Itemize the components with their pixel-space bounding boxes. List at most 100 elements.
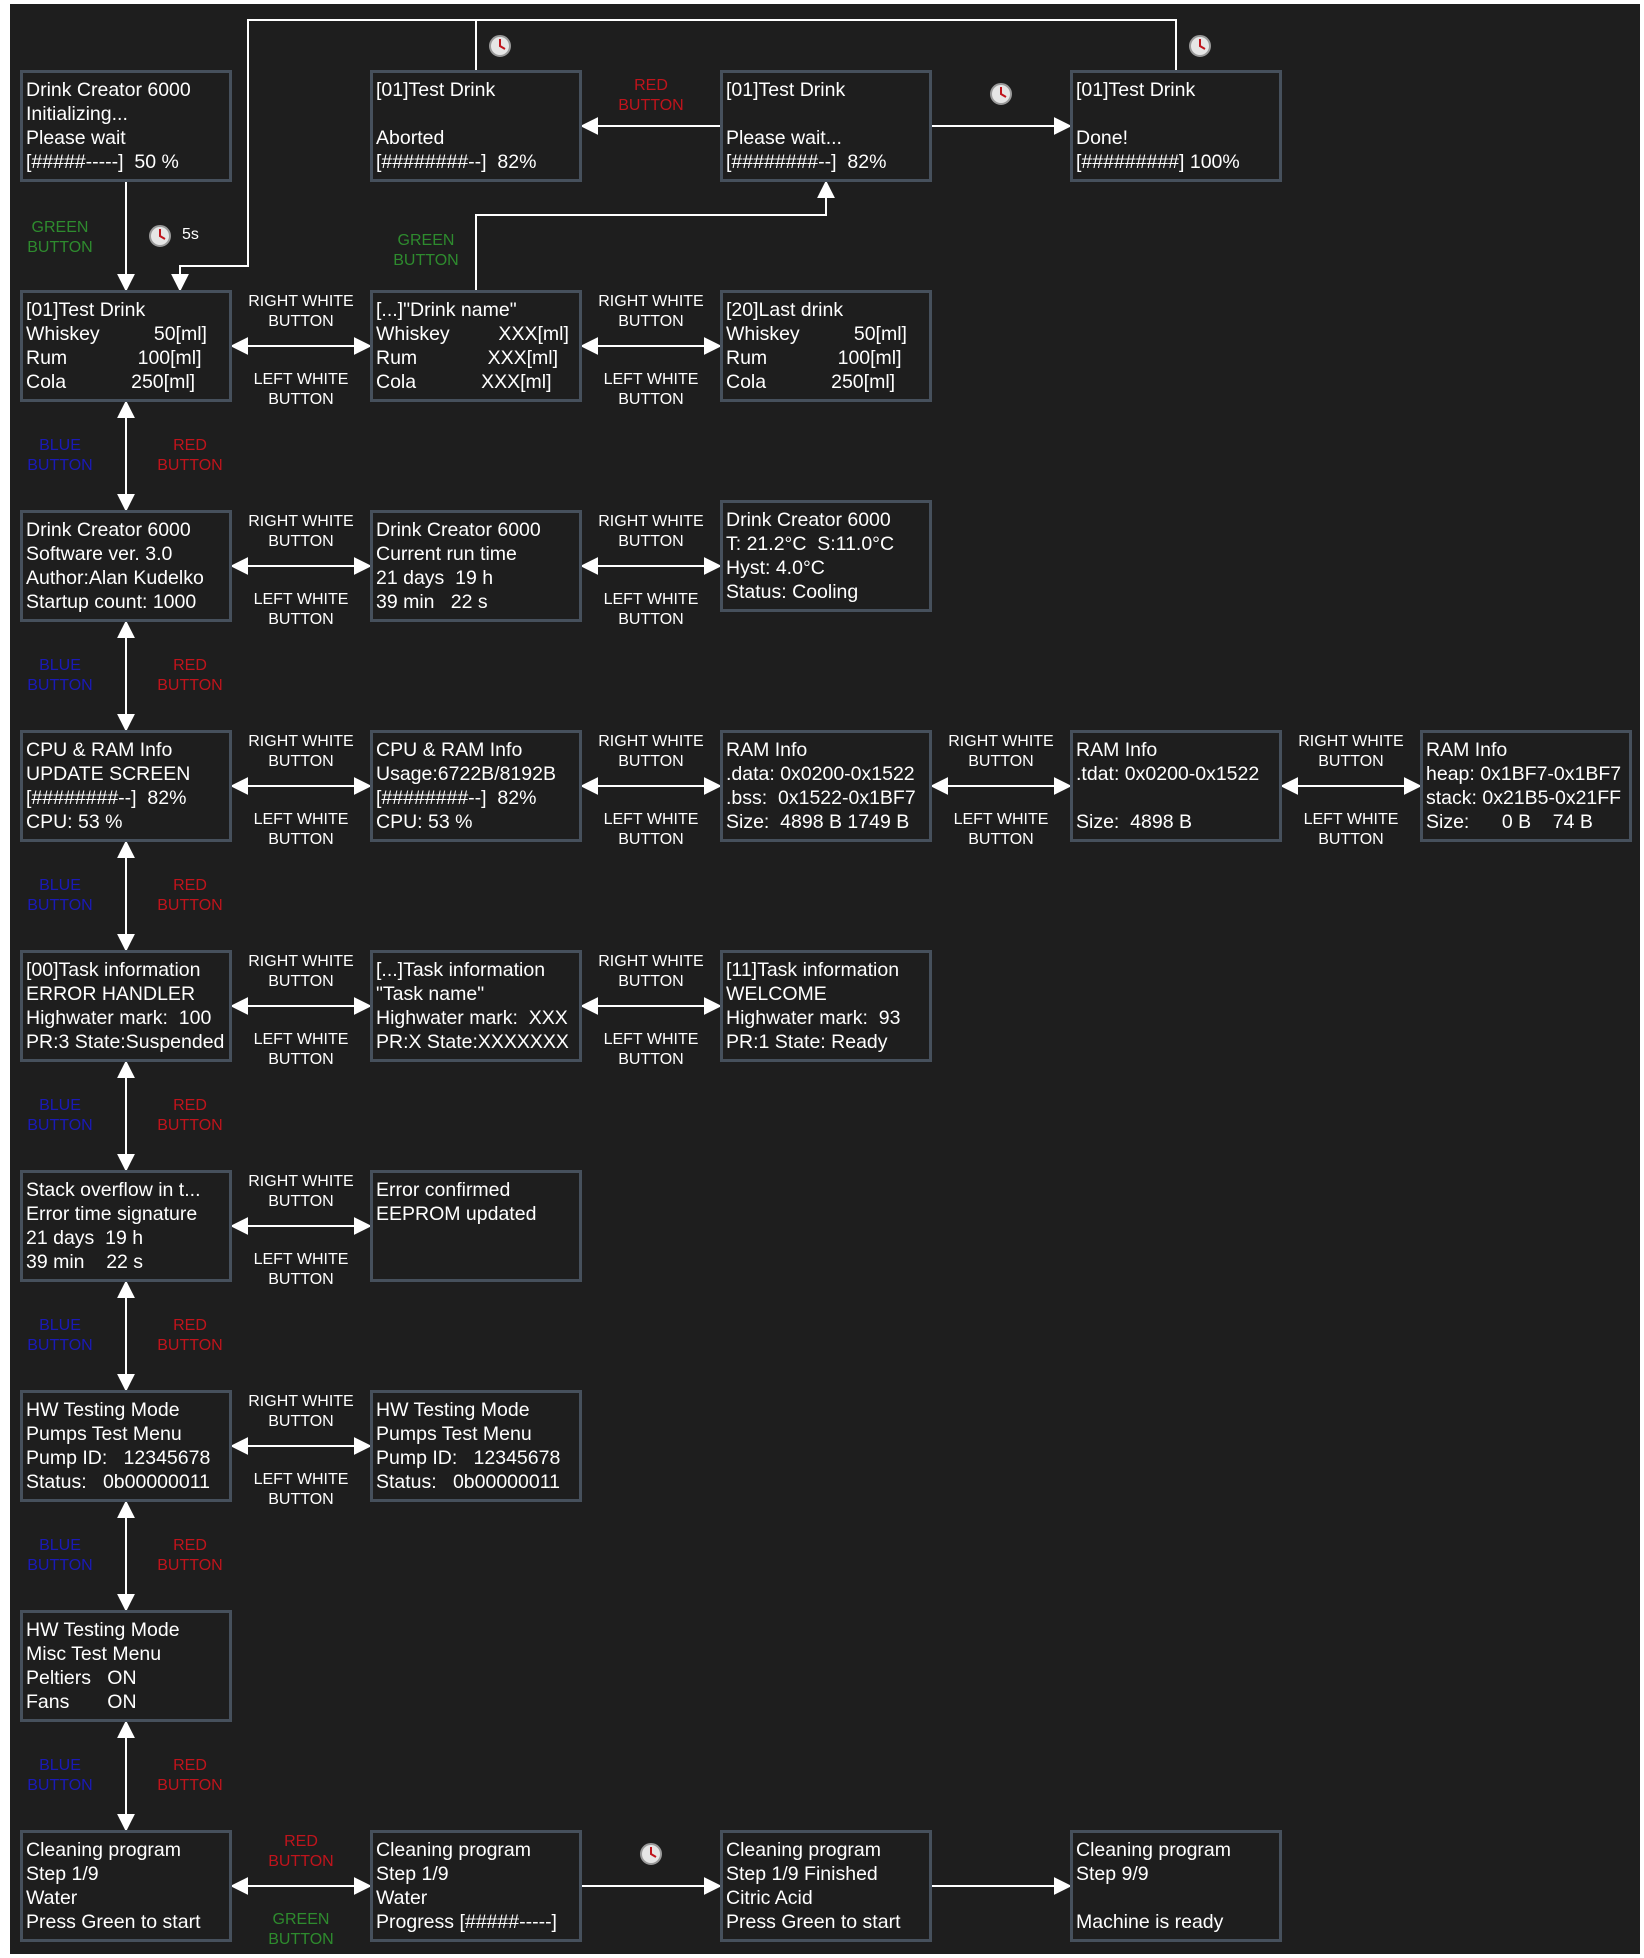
screen-line: Drink Creator 6000 [26, 519, 191, 541]
screen-line: Drink Creator 6000 [376, 519, 541, 541]
screen-line: Stack overflow in t... [26, 1179, 201, 1201]
left-white-button-label: LEFT WHITE BUTTON [603, 811, 699, 848]
screen-line: Rum XXX[ml] [376, 347, 559, 369]
screen-line: [01]Test Drink [376, 79, 496, 101]
screen-line: Done! [1076, 127, 1129, 149]
screen-line: .tdat: 0x0200-0x1522 [1076, 763, 1260, 785]
screen-line: Whiskey 50[ml] [726, 323, 907, 345]
screen-line: HW Testing Mode [376, 1399, 530, 1421]
screen-line [1076, 1886, 1279, 1910]
screen-line [1076, 102, 1279, 126]
screen-line: CPU & RAM Info [26, 739, 173, 761]
screen-line: RAM Info [1076, 739, 1158, 761]
screen-line: HW Testing Mode [26, 1619, 180, 1641]
screen-ram-data: RAM Info.data: 0x0200-0x1522.bss: 0x1522… [720, 730, 932, 842]
red-button-label: RED BUTTON [157, 877, 223, 914]
screen-line: WELCOME [726, 983, 827, 1005]
screen-line: Water [376, 1887, 428, 1909]
screen-line: Status: Cooling [726, 581, 859, 603]
left-white-button-label: LEFT WHITE BUTTON [603, 591, 699, 628]
clock-icon [990, 83, 1012, 105]
screen-line: 21 days 19 h [26, 1227, 144, 1249]
right-white-button-label: RIGHT WHITE BUTTON [948, 733, 1054, 770]
left-white-button-label: LEFT WHITE BUTTON [953, 811, 1049, 848]
screen-line [726, 102, 929, 126]
screen-line: Usage:6722B/8192B [376, 763, 556, 785]
screen-line: .bss: 0x1522-0x1BF7 [726, 787, 916, 809]
screen-line: Cola 250[ml] [726, 371, 896, 393]
right-white-button-label: RIGHT WHITE BUTTON [248, 513, 354, 550]
red-button-label: RED BUTTON [157, 1757, 223, 1794]
screen-line: Author:Alan Kudelko [26, 567, 204, 589]
left-white-button-label: LEFT WHITE BUTTON [603, 1031, 699, 1068]
screen-line: ERROR HANDLER [26, 983, 196, 1005]
screen-line: [00]Task information [26, 959, 201, 981]
screen-line: 21 days 19 h [376, 567, 494, 589]
screen-line: PR:1 State: Ready [726, 1031, 888, 1053]
screen-line: [01]Test Drink [26, 299, 146, 321]
screen-line: Size: 0 B 74 B [1426, 811, 1593, 833]
red-button-label: RED BUTTON [157, 1097, 223, 1134]
blue-button-label: BLUE BUTTON [27, 1097, 93, 1134]
left-white-button-label: LEFT WHITE BUTTON [253, 1031, 349, 1068]
left-white-button-label: LEFT WHITE BUTTON [253, 591, 349, 628]
screen-line: Hyst: 4.0°C [726, 557, 825, 579]
red-button-label: RED BUTTON [157, 657, 223, 694]
right-white-button-label: RIGHT WHITE BUTTON [598, 733, 704, 770]
blue-button-label: BLUE BUTTON [27, 437, 93, 474]
screen-line: Citric Acid [726, 1887, 813, 1909]
screen-line: Size: 4898 B 1749 B [726, 811, 910, 833]
screen-line: Please wait... [726, 127, 842, 149]
clock-icon [149, 225, 171, 247]
screen-line: [########--] 82% [26, 787, 187, 809]
screen-line: Pump ID: 12345678 [376, 1447, 561, 1469]
screen-line: UPDATE SCREEN [26, 763, 191, 785]
screen-line: Machine is ready [1076, 1911, 1224, 1933]
screen-line: Whiskey 50[ml] [26, 323, 207, 345]
screen-line: Cleaning program [726, 1839, 882, 1861]
green-button-label: GREEN BUTTON [393, 232, 459, 269]
screen-line: RAM Info [1426, 739, 1508, 761]
red-button-label: RED BUTTON [268, 1833, 334, 1870]
screen-line: [01]Test Drink [726, 79, 846, 101]
screen-line: [20]Last drink [726, 299, 844, 321]
clock-icon [489, 35, 511, 57]
screen-line: [########--] 82% [376, 151, 537, 173]
blue-button-label: BLUE BUTTON [27, 657, 93, 694]
right-white-button-label: RIGHT WHITE BUTTON [598, 953, 704, 990]
screen-drink-name: [...]"Drink name"Whiskey XXX[ml]Rum XXX[… [370, 290, 582, 402]
screen-line: Rum 100[ml] [726, 347, 902, 369]
screen-line: "Task name" [376, 983, 485, 1005]
screen-line: [#########] 100% [1076, 151, 1240, 173]
screen-line: Highwater mark: 100 [26, 1007, 212, 1029]
screen-line: CPU: 53 % [376, 811, 473, 833]
screen-line: Aborted [376, 127, 445, 149]
connector-loop-top [475, 19, 1177, 70]
screen-line: Cola 250[ml] [26, 371, 196, 393]
screen-line: Status: 0b00000011 [26, 1471, 210, 1493]
screen-line: Software ver. 3.0 [26, 543, 173, 565]
screen-line: Step 1/9 [26, 1863, 99, 1885]
right-white-button-label: RIGHT WHITE BUTTON [248, 1173, 354, 1210]
screen-line: HW Testing Mode [26, 1399, 180, 1421]
left-white-button-label: LEFT WHITE BUTTON [1303, 811, 1399, 848]
screen-line: Cola XXX[ml] [376, 371, 552, 393]
screen-line: [########--] 82% [376, 787, 537, 809]
screen-line: EEPROM updated [376, 1203, 537, 1225]
screen-line: Size: 4898 B [1076, 811, 1192, 833]
green-button-label: GREEN BUTTON [27, 219, 93, 256]
screen-line [376, 1250, 579, 1274]
